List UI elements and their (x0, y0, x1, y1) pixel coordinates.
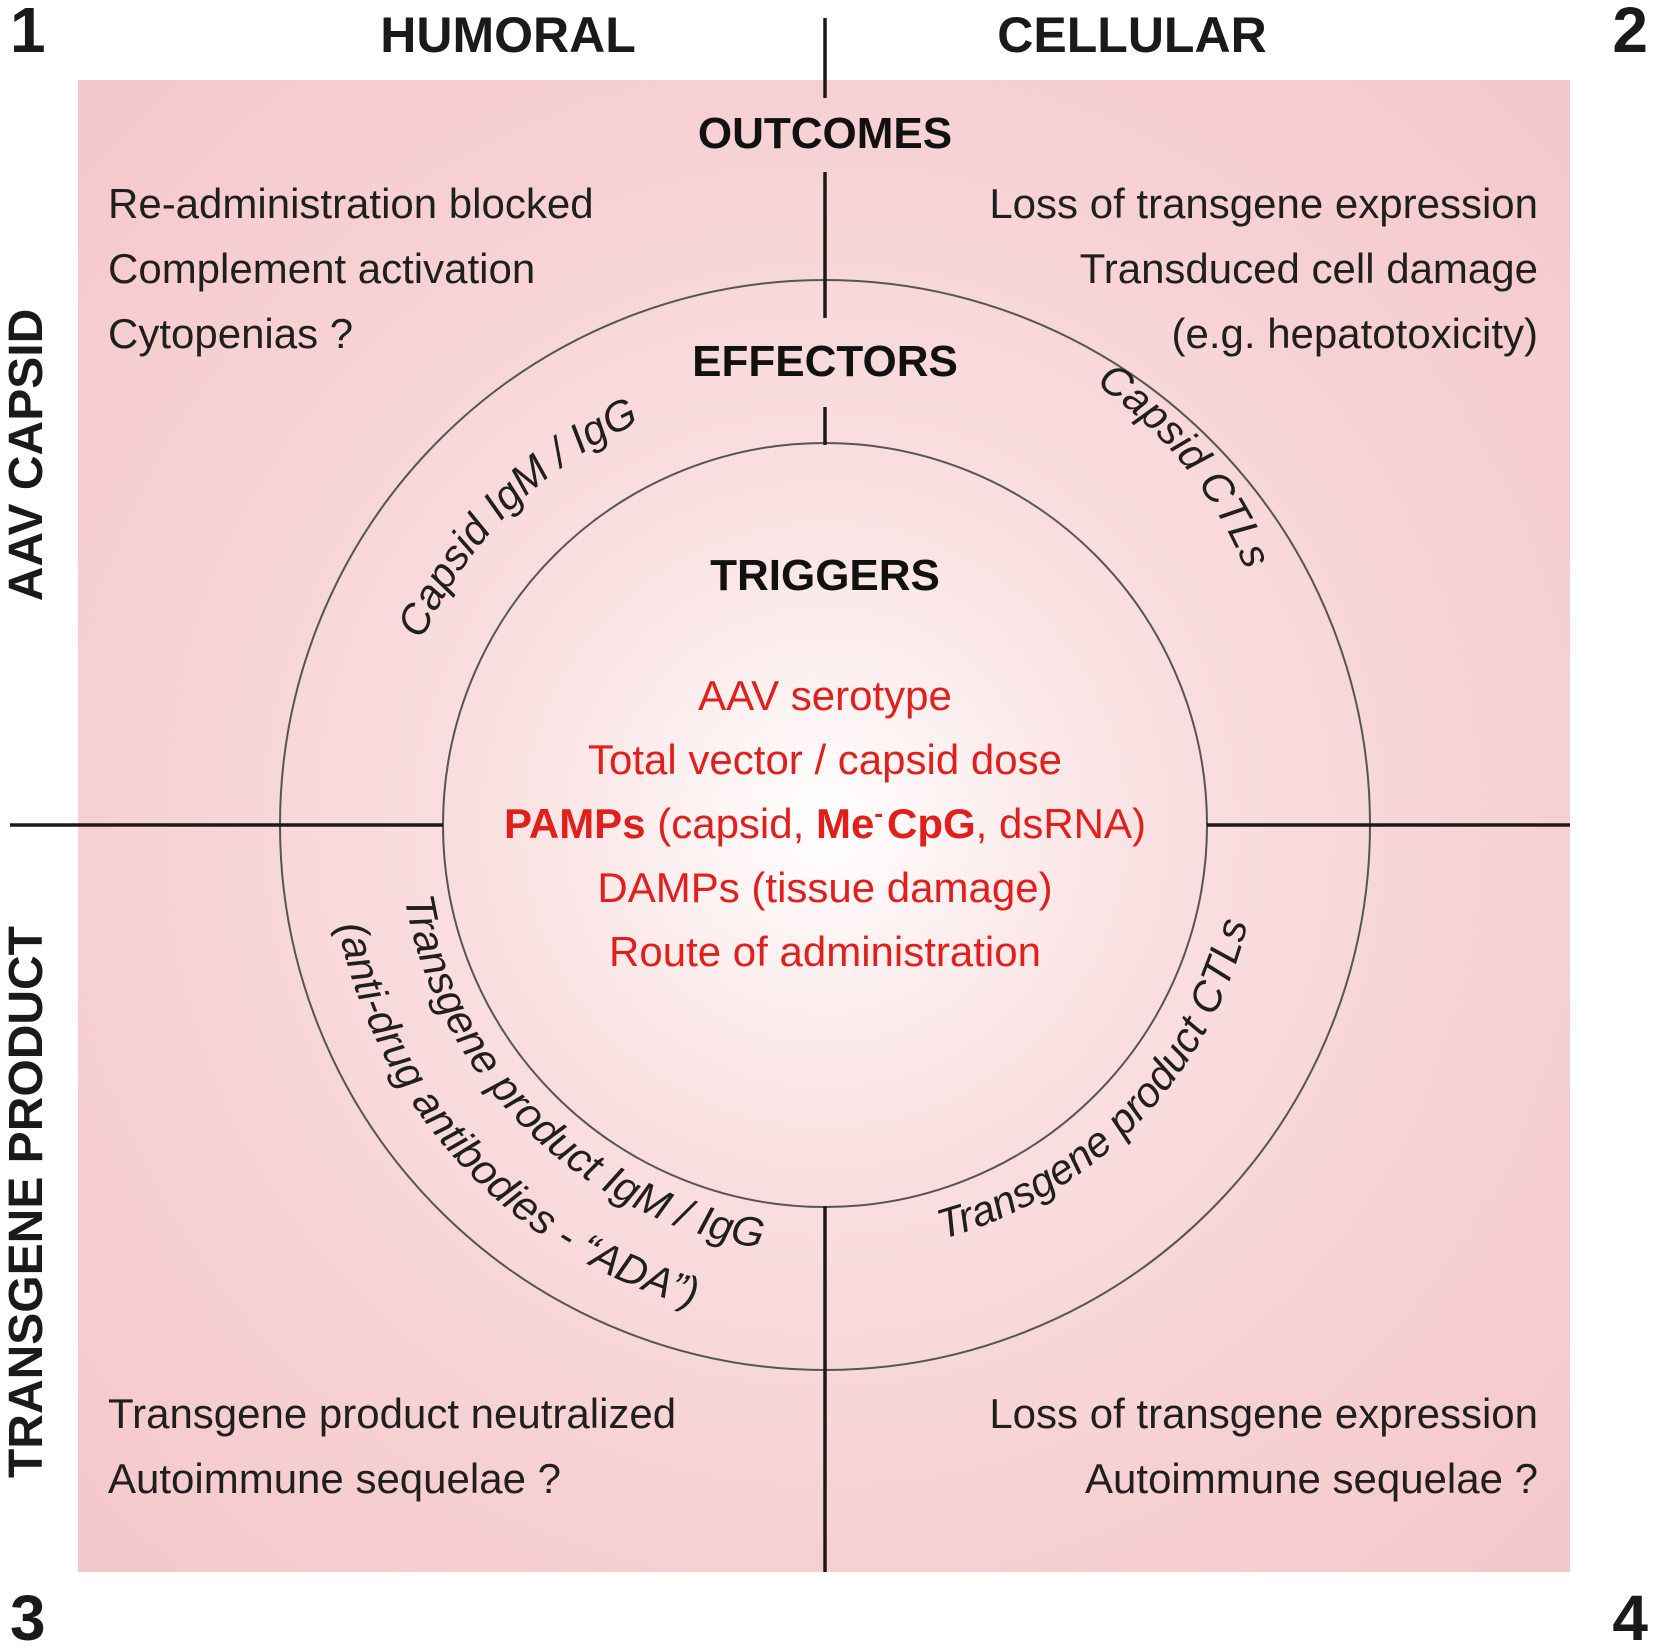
trigger-me-superscript: - (874, 798, 883, 828)
corner-number-3: 3 (10, 1582, 46, 1648)
outcome-text: Loss of transgene expression (989, 1390, 1538, 1437)
corner-number-2: 2 (1612, 0, 1648, 66)
trigger-pamps-open: (capsid, (646, 800, 816, 847)
trigger-pamps-rest: , dsRNA) (976, 800, 1146, 847)
trigger-aav-serotype: AAV serotype (698, 672, 952, 719)
outcome-text: Complement activation (108, 245, 535, 292)
outcome-text: Autoimmune sequelae ? (108, 1455, 561, 1502)
trigger-pamps-label: PAMPs (504, 800, 646, 847)
trigger-vector-dose: Total vector / capsid dose (588, 736, 1062, 783)
outcome-text: Transduced cell damage (1080, 245, 1538, 292)
outcome-text: Transgene product neutralized (108, 1390, 676, 1437)
trigger-cpg: CpG (887, 800, 976, 847)
outcome-text: (e.g. hepatotoxicity) (1171, 310, 1538, 357)
row-heading-aav-capsid: AAV CAPSID (0, 309, 53, 601)
column-heading-humoral: HUMORAL (380, 7, 636, 63)
outcome-text: Cytopenias ? (108, 310, 353, 357)
section-heading-effectors: EFFECTORS (692, 337, 958, 386)
corner-number-1: 1 (10, 0, 46, 66)
trigger-route: Route of administration (609, 928, 1041, 975)
trigger-damps: DAMPs (tissue damage) (597, 864, 1052, 911)
trigger-me: Me (816, 800, 874, 847)
corner-number-4: 4 (1612, 1582, 1648, 1648)
outcome-text: Re-administration blocked (108, 180, 594, 227)
outcome-text: Loss of transgene expression (989, 180, 1538, 227)
column-heading-cellular: CELLULAR (997, 7, 1266, 63)
section-heading-triggers: TRIGGERS (710, 551, 940, 600)
trigger-pamps: PAMPs (capsid, Me-CpG, dsRNA) (504, 798, 1146, 847)
section-heading-outcomes: OUTCOMES (698, 109, 952, 158)
row-heading-transgene-product: TRANSGENE PRODUCT (0, 926, 53, 1478)
outcome-text: Autoimmune sequelae ? (1085, 1455, 1538, 1502)
